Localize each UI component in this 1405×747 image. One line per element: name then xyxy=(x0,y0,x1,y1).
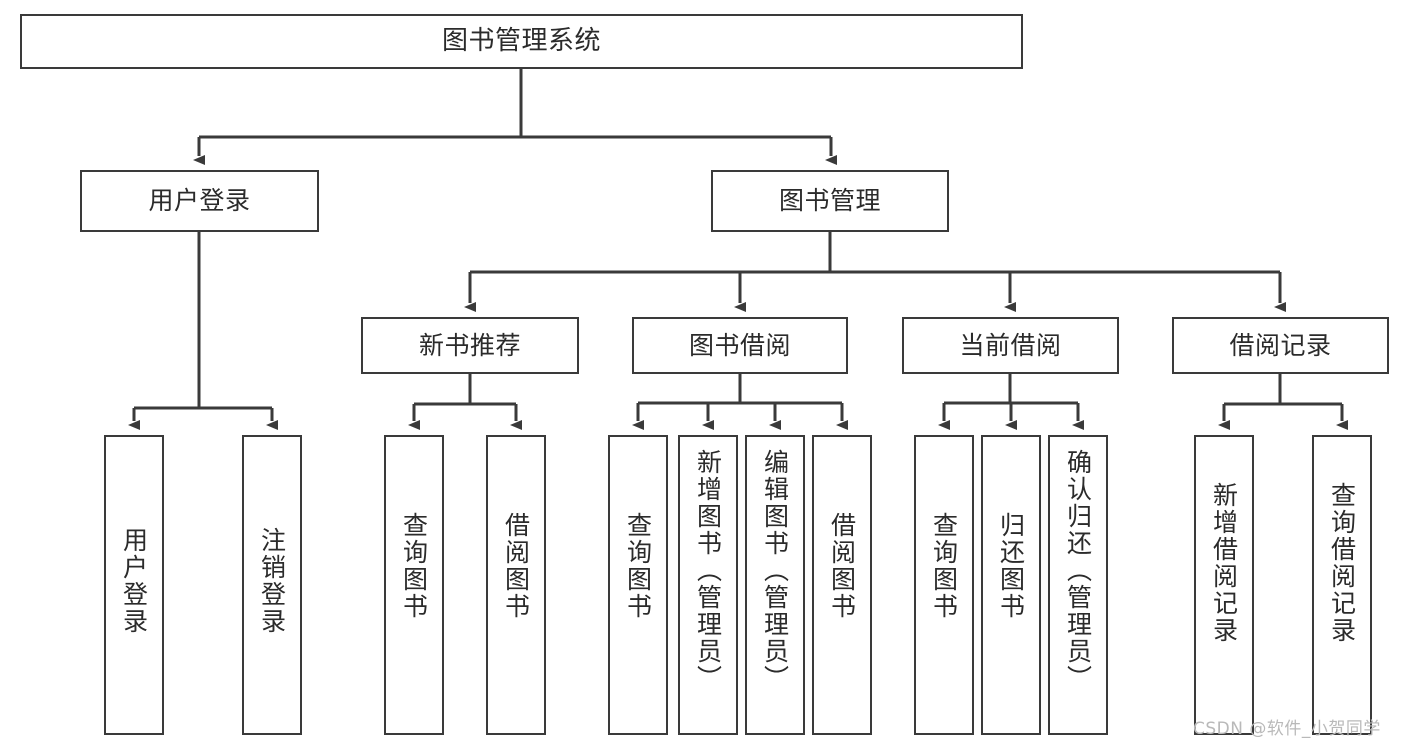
edge-group-borrow-record xyxy=(1218,374,1348,430)
node-label: 编辑图书（管理员） xyxy=(760,449,790,692)
node-label: 用户登录 xyxy=(148,186,251,216)
node-new-book-recommendation[interactable]: 新书推荐 xyxy=(361,317,579,374)
node-leaf-borrow-book-recommendation[interactable]: 借阅图书 xyxy=(486,435,546,735)
node-label: 借阅图书 xyxy=(827,512,857,620)
node-label: 当前借阅 xyxy=(959,330,1062,360)
edge-group-book-borrow xyxy=(632,374,848,430)
node-label: 查询图书 xyxy=(929,512,959,620)
node-leaf-query-book-current[interactable]: 查询图书 xyxy=(914,435,974,735)
node-label: 确认归还（管理员） xyxy=(1063,449,1093,692)
node-label: 查询借阅记录 xyxy=(1327,482,1357,644)
node-label: 归还图书 xyxy=(996,512,1026,620)
node-leaf-borrow-book-borrowing[interactable]: 借阅图书 xyxy=(812,435,872,735)
node-leaf-query-book-borrowing[interactable]: 查询图书 xyxy=(608,435,668,735)
node-label: 用户登录 xyxy=(119,527,149,635)
node-label: 查询图书 xyxy=(623,512,653,620)
node-label: 借阅图书 xyxy=(501,512,531,620)
node-label: 借阅记录 xyxy=(1229,330,1332,360)
node-leaf-logout[interactable]: 注销登录 xyxy=(242,435,302,735)
node-label: 新增借阅记录 xyxy=(1209,482,1239,644)
node-leaf-query-book-recommendation[interactable]: 查询图书 xyxy=(384,435,444,735)
node-leaf-edit-book-admin[interactable]: 编辑图书（管理员） xyxy=(745,435,805,735)
node-label: 查询图书 xyxy=(399,512,429,620)
edge-group-root xyxy=(193,69,837,165)
node-current-borrowing[interactable]: 当前借阅 xyxy=(902,317,1119,374)
node-label: 新书推荐 xyxy=(418,330,521,360)
node-leaf-add-book-admin[interactable]: 新增图书（管理员） xyxy=(678,435,738,735)
node-leaf-add-borrow-record[interactable]: 新增借阅记录 xyxy=(1194,435,1254,735)
node-root-system[interactable]: 图书管理系统 xyxy=(20,14,1023,69)
node-leaf-confirm-return-admin[interactable]: 确认归还（管理员） xyxy=(1048,435,1108,735)
edge-group-book-manage xyxy=(464,232,1286,312)
node-label: 图书管理 xyxy=(778,186,881,216)
node-leaf-user-login[interactable]: 用户登录 xyxy=(104,435,164,735)
edge-group-current-borrow xyxy=(938,374,1084,430)
node-book-management[interactable]: 图书管理 xyxy=(711,170,949,232)
node-label: 图书借阅 xyxy=(688,330,791,360)
edge-group-new-book-rec xyxy=(408,374,522,430)
node-label: 注销登录 xyxy=(257,527,287,635)
node-book-borrowing[interactable]: 图书借阅 xyxy=(632,317,848,374)
node-label: 图书管理系统 xyxy=(441,26,601,57)
node-leaf-query-borrow-record[interactable]: 查询借阅记录 xyxy=(1312,435,1372,735)
node-borrowing-record[interactable]: 借阅记录 xyxy=(1172,317,1389,374)
node-label: 新增图书（管理员） xyxy=(693,449,723,692)
edge-group-user-login xyxy=(128,232,278,430)
node-user-login[interactable]: 用户登录 xyxy=(80,170,319,232)
node-leaf-return-book[interactable]: 归还图书 xyxy=(981,435,1041,735)
